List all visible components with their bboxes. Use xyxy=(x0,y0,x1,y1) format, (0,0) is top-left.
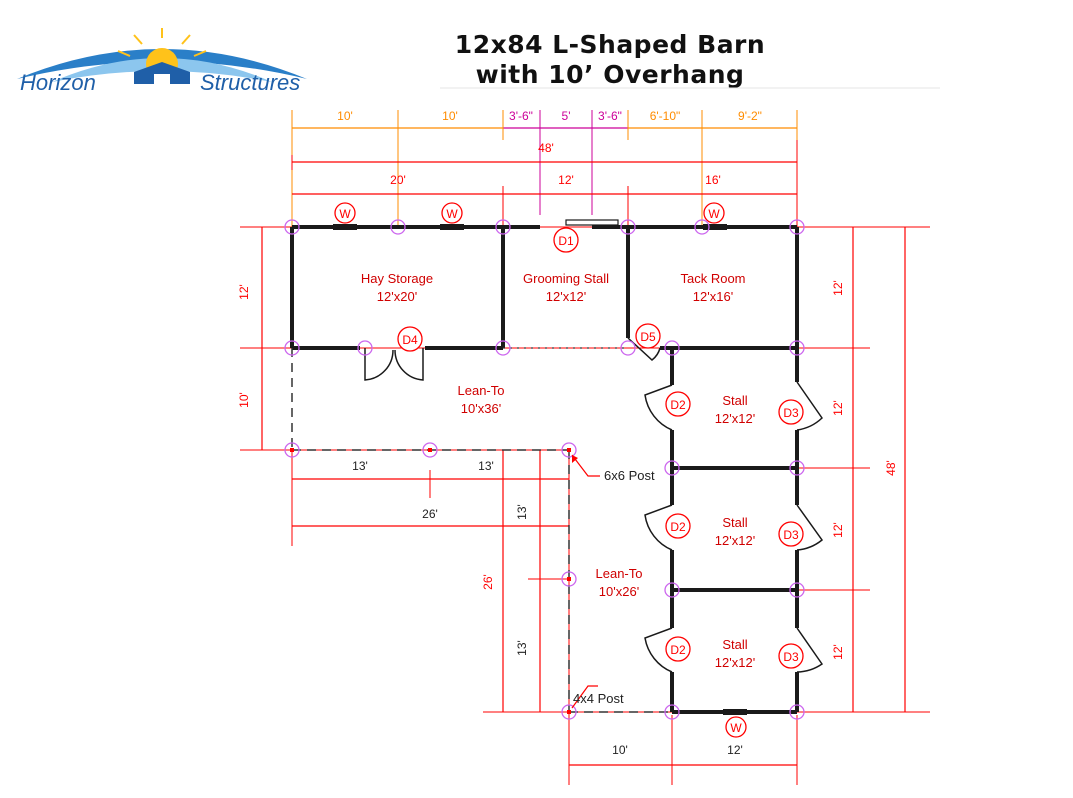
dim-leanto2-26ft: 26' xyxy=(481,574,495,590)
room-lean-to-2-name: Lean-To xyxy=(596,566,643,581)
room-labels: Hay Storage 12'x20' Grooming Stall 12'x1… xyxy=(361,271,755,670)
dim-left-12ft: 12' xyxy=(237,284,251,300)
logo-word-structures: Structures xyxy=(200,70,300,95)
dim-10ft-b: 10' xyxy=(442,109,458,123)
room-stall-3-size: 12'x12' xyxy=(715,655,755,670)
window-label-3: W xyxy=(708,207,720,221)
room-stall-2-name: Stall xyxy=(722,515,747,530)
room-grooming-stall-size: 12'x12' xyxy=(546,289,586,304)
callout-4x4-post: 4x4 Post xyxy=(573,691,624,706)
door-label-d2-b: D2 xyxy=(670,520,686,534)
callout-6x6-post: 6x6 Post xyxy=(604,468,655,483)
dim-left-10ft: 10' xyxy=(237,392,251,408)
dim-leanto2-13ft-b: 13' xyxy=(515,640,529,656)
dim-6ft10: 6'-10" xyxy=(650,109,681,123)
dim-leanto-13ft-a: 13' xyxy=(352,459,368,473)
logo-word-horizon: Horizon xyxy=(20,70,96,95)
door-d4-right-swing xyxy=(394,348,424,381)
window-label-1: W xyxy=(339,207,351,221)
dim-right-12ft-b: 12' xyxy=(831,400,845,416)
dimension-row-top-1: 10' 10' 3'-6" 5' 3'-6" 6'-10" 9'-2" xyxy=(291,109,798,228)
dim-16ft: 16' xyxy=(705,173,721,187)
logo-barn-icon xyxy=(134,62,190,84)
dimension-left-side: 12' 10' xyxy=(237,227,263,450)
post-dots xyxy=(290,448,571,714)
dim-9ft2: 9'-2" xyxy=(738,109,762,123)
dim-10ft-a: 10' xyxy=(337,109,353,123)
door-d5-swing xyxy=(627,337,661,361)
room-lean-to-1-name: Lean-To xyxy=(458,383,505,398)
dim-3ft6-a: 3'-6" xyxy=(509,109,533,123)
door-swings xyxy=(364,337,824,673)
door-label-d3-a: D3 xyxy=(783,406,799,420)
logo-sun-rays xyxy=(117,28,207,57)
window-label-4: W xyxy=(730,721,742,735)
dim-right-12ft-a: 12' xyxy=(831,280,845,296)
dim-overall-width: 48' xyxy=(538,141,554,155)
dim-leanto2-13ft-a: 13' xyxy=(515,504,529,520)
plan-title-line-1: 12x84 L-Shaped Barn xyxy=(454,30,766,59)
dim-bottom-10ft: 10' xyxy=(612,743,628,757)
door-label-d2-c: D2 xyxy=(670,643,686,657)
dim-leanto-13ft-b: 13' xyxy=(478,459,494,473)
door-d2-2-swing xyxy=(644,504,673,551)
door-label-d1: D1 xyxy=(558,234,574,248)
window-label-2: W xyxy=(446,207,458,221)
dim-leanto-26ft: 26' xyxy=(422,507,438,521)
room-stall-2-size: 12'x12' xyxy=(715,533,755,548)
room-hay-storage-size: 12'x20' xyxy=(377,289,417,304)
sliding-door-d1 xyxy=(565,219,619,226)
dimension-right-side: 12' 12' 12' 12' 48' xyxy=(797,226,930,712)
dim-3ft6-b: 3'-6" xyxy=(598,109,622,123)
logo-sky-arc xyxy=(17,49,307,79)
door-tags xyxy=(397,227,804,669)
plan-title-line-2: with 10’ Overhang xyxy=(475,60,745,89)
room-hay-storage-name: Hay Storage xyxy=(361,271,433,286)
dimension-leanto2-side: 13' 13' 26' xyxy=(481,450,569,712)
door-d3-2-swing xyxy=(796,504,824,551)
door-d3-3-swing xyxy=(796,627,824,673)
dim-right-12ft-c: 12' xyxy=(831,522,845,538)
door-label-d5: D5 xyxy=(640,330,656,344)
door-label-d3-c: D3 xyxy=(783,650,799,664)
room-lean-to-1-size: 10'x36' xyxy=(461,401,501,416)
dimension-bottom: 10' 12' xyxy=(569,743,797,766)
door-d2-3-swing xyxy=(644,627,673,673)
horizon-structures-logo: Horizon Structures xyxy=(17,28,307,95)
post-markers xyxy=(284,219,805,720)
room-stall-1-size: 12'x12' xyxy=(715,411,755,426)
room-tack-room-size: 12'x16' xyxy=(693,289,733,304)
room-lean-to-2-size: 10'x26' xyxy=(599,584,639,599)
dimension-leanto-bottom: 13' 13' 26' xyxy=(292,459,569,527)
door-d3-1-swing xyxy=(796,381,823,431)
dimension-row-top-3: 20' 12' 16' xyxy=(292,173,797,228)
window-tags xyxy=(334,202,747,738)
dim-5ft: 5' xyxy=(562,109,571,123)
dim-overall-length: 48' xyxy=(884,460,898,476)
door-label-d2-a: D2 xyxy=(670,398,686,412)
window-marks xyxy=(333,224,747,715)
post-callouts: 6x6 Post 4x4 Post xyxy=(571,454,655,709)
door-label-d4: D4 xyxy=(402,333,418,347)
door-d4-left-swing xyxy=(364,348,394,381)
room-grooming-stall-name: Grooming Stall xyxy=(523,271,609,286)
dim-right-12ft-d: 12' xyxy=(831,644,845,660)
dim-bottom-12ft: 12' xyxy=(727,743,743,757)
dim-12ft-top: 12' xyxy=(558,173,574,187)
room-stall-3-name: Stall xyxy=(722,637,747,652)
room-tack-room-name: Tack Room xyxy=(680,271,745,286)
door-d2-1-swing xyxy=(644,384,673,431)
dimension-row-top-2: 48' xyxy=(291,140,798,228)
dim-20ft: 20' xyxy=(390,173,406,187)
door-label-d3-b: D3 xyxy=(783,528,799,542)
room-stall-1-name: Stall xyxy=(722,393,747,408)
logo-barn-door xyxy=(154,74,170,84)
